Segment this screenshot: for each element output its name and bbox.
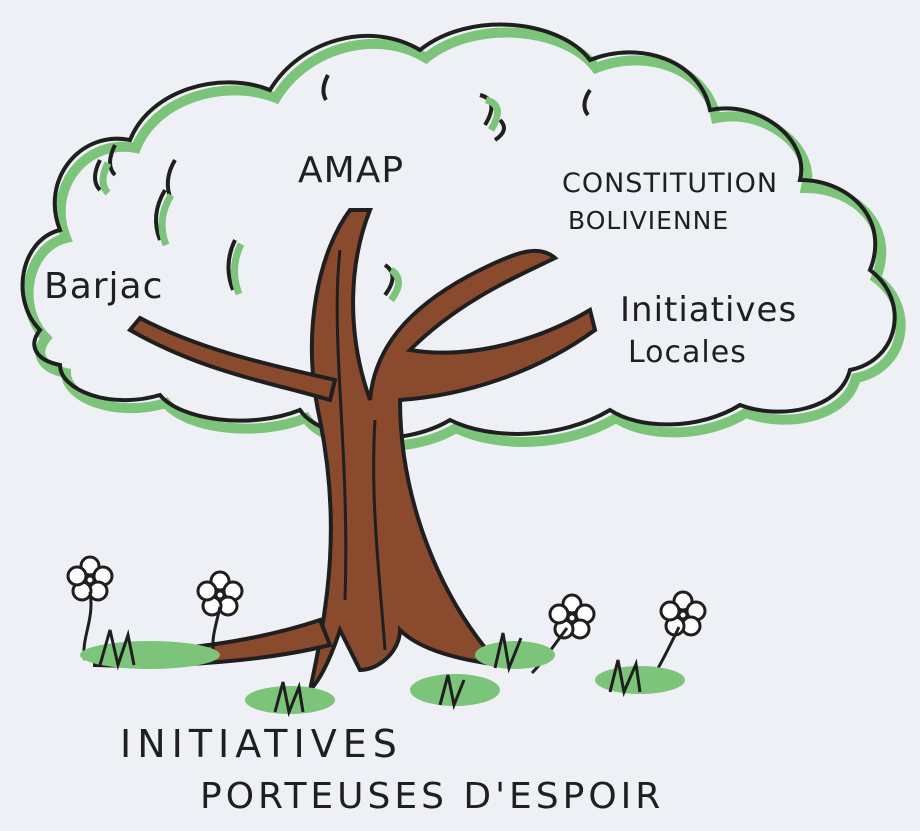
flower-icon: [66, 555, 707, 686]
foliage-icon: [20, 22, 906, 452]
branch-label-constitution: Constitution: [562, 168, 779, 199]
branch-label-bolivienne: Bolivienne: [568, 206, 730, 235]
caption-line-1: Initiatives: [120, 722, 403, 766]
trunk-icon: [93, 208, 598, 697]
grass-icon: [80, 629, 685, 718]
caption-line-2: Porteuses d'espoir: [200, 776, 665, 817]
branch-label-amap: AMAP: [298, 150, 405, 191]
branch-label-barjac: Barjac: [44, 266, 164, 307]
branch-label-locales: Locales: [628, 335, 747, 370]
branch-label-initiatives: Initiatives: [620, 290, 798, 330]
